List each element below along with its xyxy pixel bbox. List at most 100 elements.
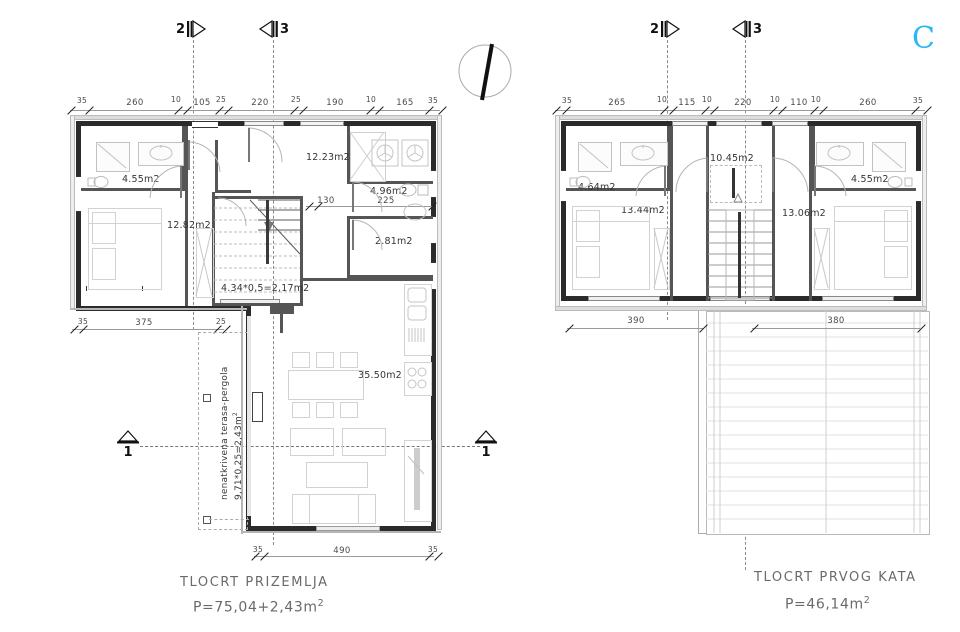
wardrobe-left-first [654, 228, 670, 290]
section-axis-3-ground [273, 40, 274, 545]
bed-headboard-icon [88, 208, 162, 224]
dining-chair-1 [292, 352, 310, 368]
dimension-line-top-first [555, 110, 925, 111]
sink-basin-icon [149, 145, 173, 161]
wardrobe-left-cross-icon [195, 227, 213, 297]
roof-terrace-below [706, 311, 930, 535]
toilet-icon [87, 176, 109, 188]
interior-wall-bathr-west [347, 126, 350, 184]
dimension-line-bottom-first-left [567, 328, 703, 329]
logo-c: C [912, 21, 935, 56]
sink-right-first-icon [827, 145, 851, 161]
interior-wall-stair-east [300, 196, 303, 306]
interior-wall-stairwell-west [706, 126, 709, 301]
interior-wall-bath-left-east [667, 126, 670, 191]
envelope-right-trim-first [922, 115, 927, 310]
door-storage-icon [351, 219, 383, 251]
shower-diagonal-right-first-icon [873, 143, 903, 169]
exterior-wall-east [431, 121, 436, 531]
first-floor-caption-area-text: P=46,14m [785, 596, 864, 613]
wardrobe-left-first-cross-icon [653, 227, 669, 289]
dimension-line-mid-ground [72, 329, 224, 330]
wardrobe-right-first [814, 228, 830, 290]
dim-top-f-7: 110 [790, 98, 808, 108]
sink-left-first-icon [631, 145, 655, 161]
pillow-right-1 [884, 210, 908, 242]
dim-bottom-g-0: 35 [252, 545, 264, 554]
tv-icon [407, 448, 425, 510]
opening-top-first-2 [716, 121, 762, 126]
tv-unit [404, 440, 432, 522]
marker-2-first-label: 2 [650, 21, 660, 37]
pergola-post-2 [203, 516, 211, 524]
room-label-bedroom-right-first: 13.06m2 [782, 208, 826, 219]
opening-top-first-3 [772, 121, 808, 126]
window-bed-left [86, 286, 143, 291]
cooktop-burners-icon [407, 367, 427, 389]
wardrobe-left-icon [196, 228, 214, 298]
dim-top-f-10: 35 [912, 96, 924, 105]
dim-top-g-0: 35 [76, 96, 88, 105]
window-east-first [916, 170, 921, 202]
opening-top-2 [244, 121, 284, 126]
first-floor-plan: 35 265 10 115 10 220 10 110 10 260 35 [520, 0, 960, 632]
window-east-3 [431, 262, 436, 290]
interior-wall-stair-north [212, 196, 302, 199]
dim-top-f-8: 10 [810, 95, 822, 104]
dim-top-f-3: 115 [678, 98, 696, 108]
interior-wall-corridor-west [185, 126, 188, 306]
room-label-bedroom-left-first: 13.44m2 [621, 205, 665, 216]
terrace-note-line-2: 9,71*0,25=2,43m2 [232, 412, 244, 500]
dim-top-g-10: 35 [427, 96, 439, 105]
window-west-first [561, 170, 566, 202]
shower-diagonal-icon [97, 143, 127, 169]
first-floor-caption-area-sup: 2 [863, 595, 871, 606]
interior-pier-block [270, 306, 294, 314]
section-axis-3-first [745, 40, 746, 570]
interior-wall-bath-left-south [566, 188, 670, 191]
dim-top-g-4: 25 [215, 95, 227, 104]
window-east-2 [431, 216, 436, 244]
door-hall-1-icon [187, 140, 221, 173]
pillow-left-2 [576, 246, 600, 278]
opening-top-first-1 [672, 121, 708, 126]
section-arrow-right-icon [661, 19, 681, 39]
window-south-living [316, 526, 380, 531]
terrace-note-sup: 2 [232, 411, 239, 417]
dim-bottom-f-1: 380 [827, 316, 845, 326]
interior-wall-stairwell-east [772, 126, 775, 301]
interior-wall-hall-2 [215, 190, 251, 193]
marker-3-ground: 3 [258, 19, 289, 39]
section-arrow-up-icon [117, 430, 139, 444]
dim-bottom-g-2: 35 [427, 545, 439, 554]
dim-mid-g-0: 35 [77, 317, 89, 326]
envelope-left-trim [70, 115, 75, 310]
first-floor-caption-area: P=46,14m2 [785, 595, 870, 613]
ground-floor-plan: 35 260 10 105 25 220 25 190 10 165 35 [67, 95, 447, 616]
terrace-note-line-1: nenatkrivena terasa-pergola [220, 366, 230, 500]
cooktop-icon [404, 362, 432, 396]
room-label-bathroom-right-first: 4.55m2 [851, 174, 889, 185]
dining-chair-6 [340, 402, 358, 418]
marker-1-right-label: 1 [481, 445, 491, 460]
window-west-1 [76, 176, 81, 212]
window-east-1 [431, 170, 436, 198]
ground-floor-caption-title: TLOCRT PRIZEMLJA [180, 575, 329, 590]
interior-wall-store-west [347, 216, 350, 278]
window-south-bed-left [588, 296, 660, 301]
dim-top-g-3: 105 [193, 98, 211, 108]
envelope-top-trim [70, 115, 442, 120]
marker-2-first: 2 [650, 19, 681, 39]
interior-wall-corridor-left [670, 126, 673, 301]
bed-headboard-right-first [834, 206, 912, 222]
interior-wall-bath-right-south [812, 188, 916, 191]
interior-wall-store-north [347, 216, 433, 219]
window-south-bed-right [822, 296, 894, 301]
room-label-bedroom-left: 12.82m2 [167, 220, 211, 231]
sofa-arm-right [358, 494, 376, 524]
staircase-ground-icon [214, 199, 301, 293]
door-entry-icon [247, 127, 283, 163]
section-arrow-left-icon [731, 19, 751, 39]
room-label-stairs-ground: 4.34*0,5=2,17m2 [221, 283, 310, 294]
